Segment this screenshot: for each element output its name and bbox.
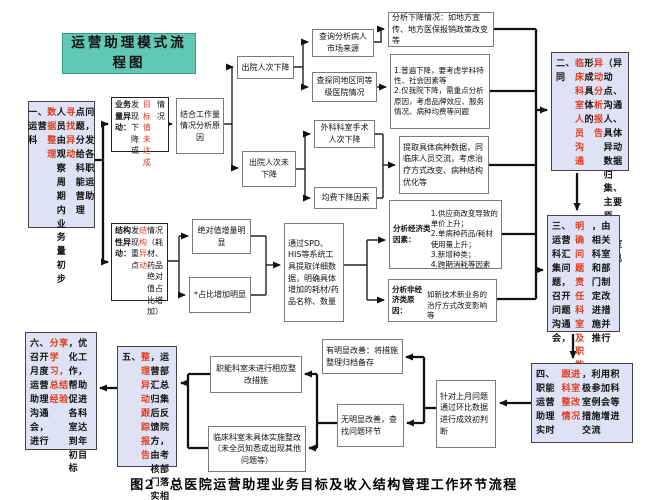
- node-step3: 三、运营科汇集问题，召开问题沟通会，明确问题责任科室及职能部门，由相关科室和部门…: [547, 215, 620, 399]
- node-query-patient-source: 查询分析病人市场来源: [312, 29, 374, 57]
- node-combine-workload-analysis: 结合工作量情况分析原因: [176, 98, 224, 154]
- node-decline-types: 1.普遍下降，要考虑学科特性、社会因素等 2.仅我院下降，需重点分析原因，考虑品…: [390, 54, 490, 129]
- node-business-volume-change: 业务量异动：发现下降或目标值未达成情况: [111, 97, 169, 167]
- node-month-over-month-check: 针对上月问题通过环比数据进行成效初判断: [436, 380, 496, 448]
- node-non-economic-factors: 分析非经济类原因： 如新技术新业务的治疗方式改变影响等: [388, 279, 497, 322]
- flowchart-title: 运营助理模式流程图: [62, 33, 196, 74]
- node-ratio-increase: *占比增加明显: [189, 277, 251, 313]
- node-analyze-decline: 分析下降情况：如地方宣传、地方医保报销政策改变等: [388, 12, 494, 47]
- node-step4: 四、职能运营助理实时跟进科室整改情况，利用积极参加科室例会等措施增进交流: [531, 363, 633, 443]
- node-step5: 五、整理异动跟踪报告，运营部汇总归集后反馈院方，由考核部门落实相应考核: [117, 346, 177, 500]
- figure-caption: 图2 总医院运营助理业务目标及收入结构管理工作环节流程: [130, 478, 518, 493]
- node-structural-change: 结构性异动：发现重点结构异动情况（耗材、药品绝对值占比增加）: [111, 223, 168, 316]
- node-spd-his-tools: 通过SPD、HIS等系统工具提取详细数据，明确具体增加的耗材/药品名称、数量: [284, 223, 344, 322]
- node-discharges-down: 出院人次下降: [237, 56, 294, 79]
- node-clinical-dept-no-action: 临床科室未具体实施整改（未全员知悉或出现其他问题等）: [208, 426, 306, 472]
- node-step1: 一、运营科数据整理人员由观察周期内业务量初步寻找异动点问题，分发给各科职能运营助…: [28, 101, 95, 285]
- node-not-improved-find-issue: 无明显改善，查找问题环节: [337, 404, 404, 447]
- node-discharges-not-down: 出院人次未下降: [242, 151, 296, 187]
- node-surgery-cases-down: 外科科室手术人次下降: [314, 120, 375, 148]
- node-extract-disease-data: 提取具体病种数据，同临床人员交流，考虑治疗方式改变、病种结构优化等: [399, 136, 489, 194]
- node-absolute-increase: 绝对值增量明显: [192, 219, 251, 254]
- node-query-peer-hospitals: 查探同地区同等级医院情况: [312, 72, 377, 102]
- node-step6: 六、召开月度运营助理沟通会，进行分享学习，总结经验，优化工作，帮助促进各科室达到…: [25, 332, 97, 474]
- node-economic-factors: 分析经济类因素： 1.供应商改变导致的单价上升； 2.单病种药品/耗材使用量上升…: [389, 200, 502, 269]
- node-functional-dept-no-action: 职能科室未进行相应整改措施: [210, 356, 302, 393]
- node-average-fee-decline: 均费下降因素: [314, 187, 377, 209]
- node-improved-archive: 有明显改善：将措施整理归档备存: [322, 339, 403, 374]
- node-step2: 二、同临床科室人员沟通形成具体的异动分析报告（异动点、沟通人、具体异动数据归集、…: [551, 52, 629, 278]
